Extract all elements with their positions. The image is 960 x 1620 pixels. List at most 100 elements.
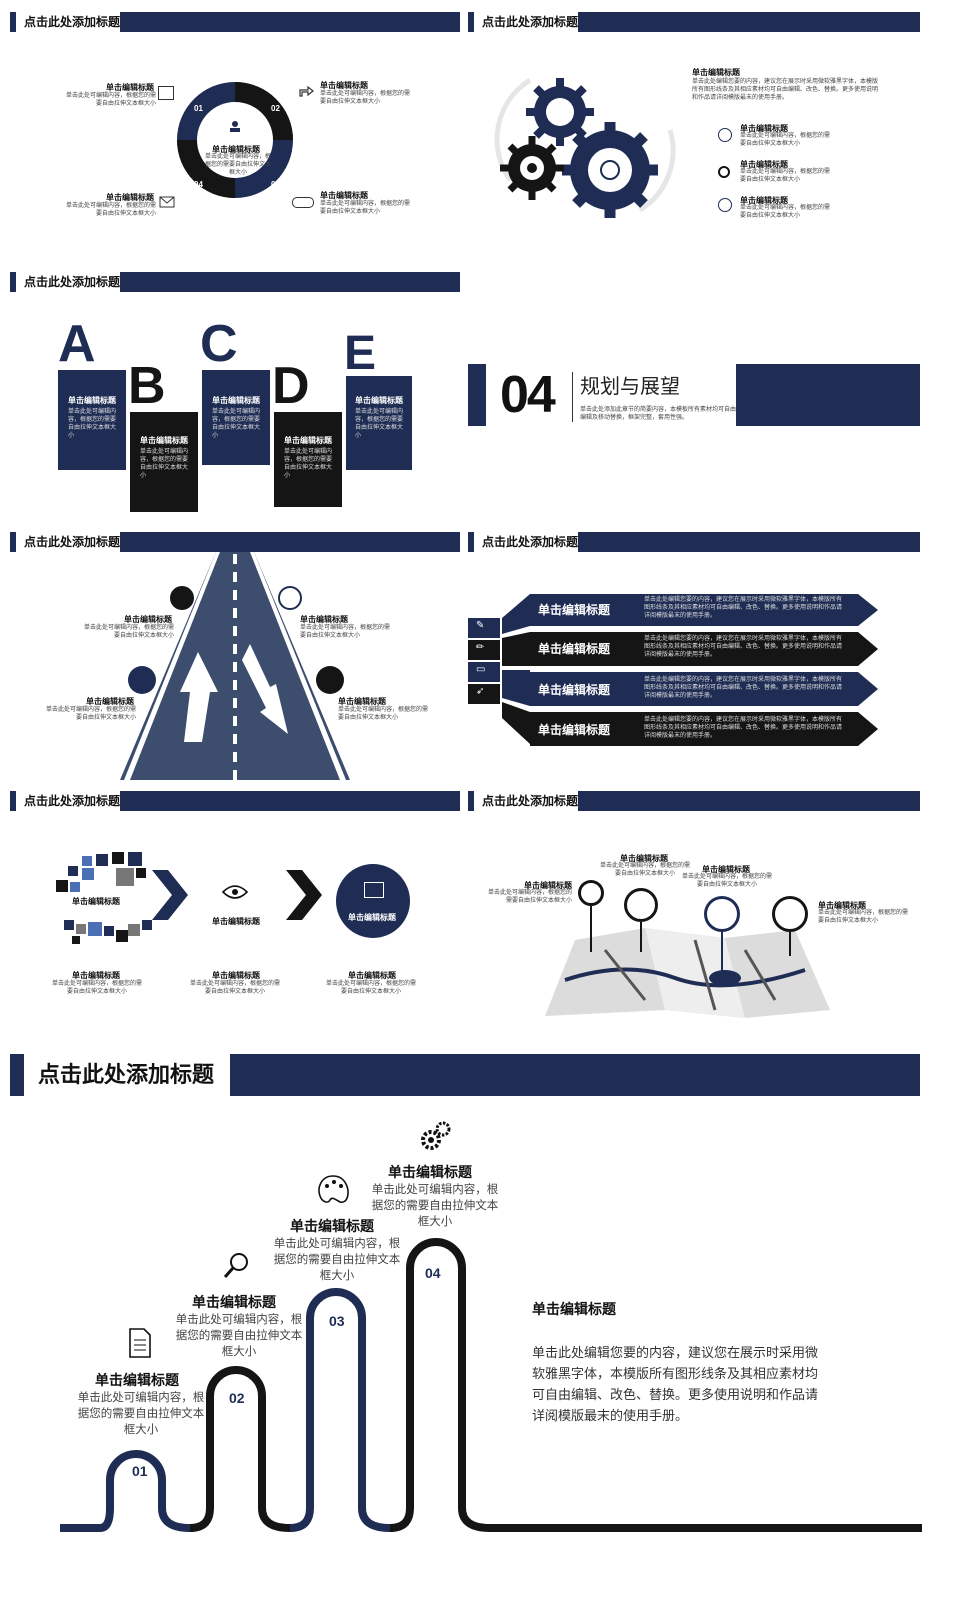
map-item-1-title[interactable]: 单击编辑标题: [524, 881, 572, 890]
map-item-3-body[interactable]: 单击此处可编辑内容，根据您的需要自由拉伸文本框大小: [682, 874, 773, 888]
step-3-body[interactable]: 单击此处可编辑内容，根据您的需要自由拉伸文本框大小: [273, 1238, 401, 1282]
slide9-title[interactable]: 点击此处添加标题: [10, 1054, 221, 1096]
slide5-title[interactable]: 点击此处添加标题: [10, 532, 129, 552]
slide3-title[interactable]: 点击此处添加标题: [10, 272, 129, 292]
cycle-label-4-title[interactable]: 单击编辑标题: [106, 193, 154, 202]
slide8-title[interactable]: 点击此处添加标题: [468, 791, 587, 811]
header-bar: [120, 12, 460, 32]
chevron-right-icon: [152, 870, 188, 920]
slide8-header: 点击此处添加标题: [468, 791, 920, 811]
col-c-title[interactable]: 单击编辑标题: [212, 396, 260, 405]
road-item-1-title[interactable]: 单击编辑标题: [124, 615, 172, 624]
road-item-4-title[interactable]: 单击编辑标题: [338, 697, 386, 706]
section-number: 04: [500, 366, 556, 424]
col-a-body[interactable]: 单击此处可编辑内容，根据您的需要自由拉伸文本框大小: [68, 409, 117, 439]
col-b-body[interactable]: 单击此处可编辑内容，根据您的需要自由拉伸文本框大小: [140, 449, 189, 479]
cycle-label-3-title[interactable]: 单击编辑标题: [320, 191, 368, 200]
road-graphic: [120, 552, 350, 782]
slide6-title[interactable]: 点击此处添加标题: [468, 532, 587, 552]
road-item-1-body[interactable]: 单击此处可编辑内容，根据您的需要自由拉伸文本框大小: [84, 625, 175, 639]
gears-item-3-body[interactable]: 单击此处可编辑内容，根据您的需要自由拉伸文本框大小: [740, 205, 831, 219]
road-item-2-title[interactable]: 单击编辑标题: [300, 615, 348, 624]
process-foot-2-title[interactable]: 单击编辑标题: [212, 971, 260, 980]
gears-body[interactable]: 单击此处编辑您要的内容，建议您在展示时采用微软雅黑字体，本模版所有图形线条及其相…: [692, 79, 879, 101]
step-4-body[interactable]: 单击此处可编辑内容，根据您的需要自由拉伸文本框大小: [371, 1184, 499, 1228]
chevron-right-icon: [286, 870, 322, 920]
gears-item-3-title[interactable]: 单击编辑标题: [740, 196, 788, 205]
cycle-label-4-body[interactable]: 单击此处可编辑内容，根据您的需要自由拉伸文本框大小: [66, 203, 157, 217]
section-title[interactable]: 规划与展望: [580, 376, 680, 398]
step-2-title[interactable]: 单击编辑标题: [192, 1294, 276, 1310]
col-b-title[interactable]: 单击编辑标题: [140, 436, 188, 445]
pin-icon: ✎: [476, 620, 485, 631]
arrow-item-3-title[interactable]: 单击编辑标题: [538, 683, 611, 697]
gears-item-1-body[interactable]: 单击此处可编辑内容，根据您的需要自由拉伸文本框大小: [740, 133, 831, 147]
road-item-2-body[interactable]: 单击此处可编辑内容，根据您的需要自由拉伸文本框大小: [300, 625, 391, 639]
slide2-title[interactable]: 点击此处添加标题: [468, 12, 587, 32]
slide1-title[interactable]: 点击此处添加标题: [10, 12, 129, 32]
process-foot-3-title[interactable]: 单击编辑标题: [348, 971, 396, 980]
gears-item-2-body[interactable]: 单击此处可编辑内容，根据您的需要自由拉伸文本框大小: [740, 169, 831, 183]
col-a-title[interactable]: 单击编辑标题: [68, 396, 116, 405]
process-foot-3-body[interactable]: 单击此处可编辑内容，根据您的需要自由拉伸文本框大小: [326, 981, 417, 995]
map-item-2-body[interactable]: 单击此处可编辑内容，根据您的需要自由拉伸文本框大小: [600, 863, 691, 877]
process-item-2-title[interactable]: 单击编辑标题: [212, 917, 260, 926]
arrow-item-1-body[interactable]: 单击此处编辑您要的内容，建议您在展示时采用微软雅黑字体，本模版所有图形线条及其相…: [644, 597, 843, 619]
letter-c: C: [200, 315, 238, 373]
slide2-header: 点击此处添加标题: [468, 12, 920, 32]
truck-icon: [316, 666, 344, 694]
process-item-1-title[interactable]: 单击编辑标题: [72, 897, 120, 906]
map-item-3-title[interactable]: 单击编辑标题: [702, 865, 750, 874]
arrow-item-4-title[interactable]: 单击编辑标题: [538, 723, 611, 737]
gears-title[interactable]: 单击编辑标题: [692, 68, 740, 77]
col-e-title[interactable]: 单击编辑标题: [355, 396, 403, 405]
step-3-title[interactable]: 单击编辑标题: [290, 1218, 374, 1234]
step-1-body[interactable]: 单击此处可编辑内容，根据您的需要自由拉伸文本框大小: [77, 1392, 205, 1436]
process-foot-2-body[interactable]: 单击此处可编辑内容，根据您的需要自由拉伸文本框大小: [190, 981, 281, 995]
process-foot-1-body[interactable]: 单击此处可编辑内容，根据您的需要自由拉伸文本框大小: [52, 981, 143, 995]
process-center-label[interactable]: 单击编辑标题: [348, 913, 396, 922]
col-c-body[interactable]: 单击此处可编辑内容，根据您的需要自由拉伸文本框大小: [212, 409, 261, 439]
cycle-label-2-title[interactable]: 单击编辑标题: [320, 81, 368, 90]
cycle-center-title[interactable]: 单击编辑标题: [212, 145, 260, 154]
steps-path-graphic: [60, 1238, 922, 1538]
cycle-label-3-body[interactable]: 单击此处可编辑内容，根据您的需要自由拉伸文本框大小: [320, 201, 411, 215]
gears-item-2-title[interactable]: 单击编辑标题: [740, 160, 788, 169]
header-bar: [230, 1054, 920, 1096]
slide1-header: 点击此处添加标题: [10, 12, 460, 32]
road-item-3-body[interactable]: 单击此处可编辑内容，根据您的需要自由拉伸文本框大小: [46, 707, 137, 721]
col-d-title[interactable]: 单击编辑标题: [284, 436, 332, 445]
step-num-2: 02: [229, 1390, 245, 1406]
section-desc[interactable]: 单击此处添加此章节的简要内容，本模板所有素材均可自由编辑及移动替换，框架完整，套…: [580, 407, 737, 421]
step-1-title[interactable]: 单击编辑标题: [95, 1372, 179, 1388]
step-2-body[interactable]: 单击此处可编辑内容，根据您的需要自由拉伸文本框大小: [175, 1314, 303, 1358]
paw-pin-icon: [772, 896, 808, 932]
map-item-1-body[interactable]: 单击此处可编辑内容，根据您的需要自由拉伸文本框大小: [487, 890, 572, 904]
gears-item-1-title[interactable]: 单击编辑标题: [740, 124, 788, 133]
map-item-4-title[interactable]: 单击编辑标题: [818, 901, 866, 910]
road-item-4-body[interactable]: 单击此处可编辑内容，根据您的需要自由拉伸文本框大小: [338, 707, 429, 721]
inbox-icon: [278, 586, 302, 610]
col-e-body[interactable]: 单击此处可编辑内容，根据您的需要自由拉伸文本框大小: [355, 409, 404, 439]
col-d-body[interactable]: 单击此处可编辑内容，根据您的需要自由拉伸文本框大小: [284, 449, 333, 479]
cycle-label-1-title[interactable]: 单击编辑标题: [106, 83, 154, 92]
cycle-label-2-body[interactable]: 单击此处可编辑内容，根据您的需要自由拉伸文本框大小: [320, 91, 411, 105]
slide6-header: 点击此处添加标题: [468, 532, 920, 552]
letter-b: B: [128, 357, 166, 415]
map-item-4-body[interactable]: 单击此处可编辑内容，根据您的需要自由拉伸文本框大小: [818, 910, 909, 924]
summary-title[interactable]: 单击编辑标题: [532, 1301, 616, 1317]
tree-pin-icon: [704, 896, 740, 932]
step-4-title[interactable]: 单击编辑标题: [388, 1164, 472, 1180]
arrow-item-3-body[interactable]: 单击此处编辑您要的内容，建议您在展示时采用微软雅黑字体，本模版所有图形线条及其相…: [644, 677, 843, 699]
slide7-title[interactable]: 点击此处添加标题: [10, 791, 129, 811]
map-item-2-title[interactable]: 单击编辑标题: [620, 854, 668, 863]
arrow-item-2-body[interactable]: 单击此处编辑您要的内容，建议您在展示时采用微软雅黑字体，本模版所有图形线条及其相…: [644, 636, 843, 658]
summary-body[interactable]: 单击此处编辑您要的内容，建议您在展示时采用微软雅黑字体，本模版所有图形线条及其相…: [532, 1345, 819, 1423]
cycle-label-1-body[interactable]: 单击此处可编辑内容，根据您的需要自由拉伸文本框大小: [66, 93, 157, 107]
road-item-3-title[interactable]: 单击编辑标题: [86, 697, 134, 706]
arrow-item-4-body[interactable]: 单击此处编辑您要的内容，建议您在展示时采用微软雅黑字体，本模版所有图形线条及其相…: [644, 717, 843, 739]
arrow-item-2-title[interactable]: 单击编辑标题: [538, 642, 611, 656]
cycle-center-body[interactable]: 单击此处可编辑内容，根据您的需要自由拉伸文本框大小: [205, 154, 272, 176]
process-foot-1-title[interactable]: 单击编辑标题: [72, 971, 120, 980]
arrow-item-1-title[interactable]: 单击编辑标题: [538, 603, 611, 617]
